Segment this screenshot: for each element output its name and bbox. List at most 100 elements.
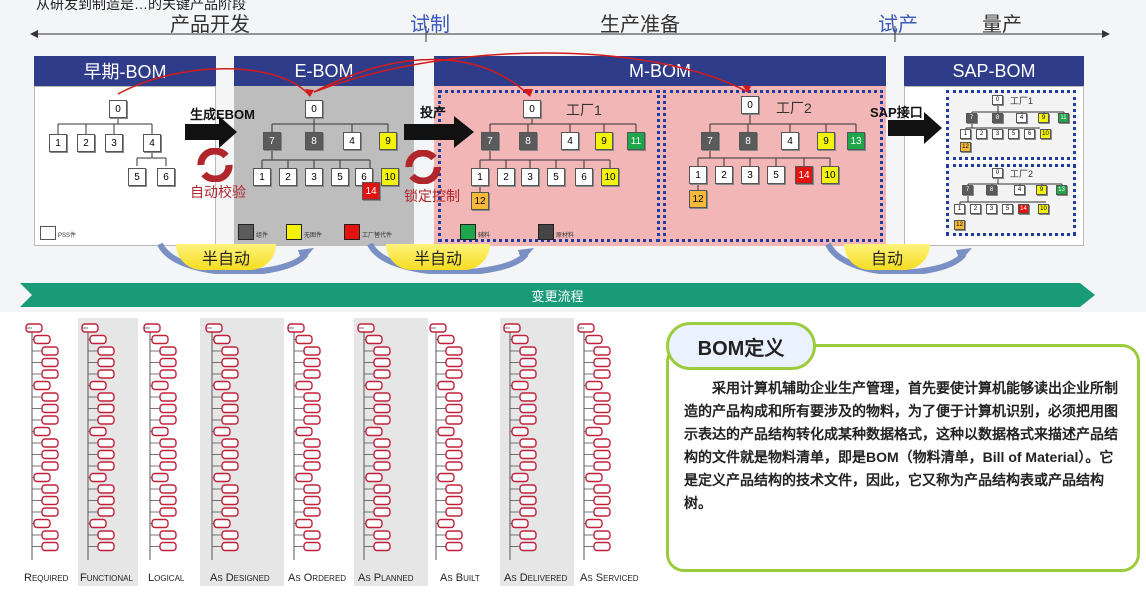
bom-view-node (295, 518, 313, 529)
bom-definition-card (666, 344, 1140, 572)
bom-view-node (593, 484, 611, 494)
bom-view-node (151, 426, 169, 437)
bom-view-node (151, 380, 169, 391)
bom-view-node (373, 369, 391, 379)
legend-no-drawing-label: 无图件 (304, 233, 323, 239)
bom-view-node (585, 472, 603, 483)
bom-view-node (303, 392, 321, 402)
bom-view-node (445, 449, 463, 460)
bom-view-node (303, 507, 321, 517)
factory2-label: 工厂2 (776, 100, 812, 116)
view-label-as-built: As Built (440, 572, 480, 584)
bom-view-node (97, 449, 115, 460)
bom-view-node (97, 415, 115, 425)
legend-component-label: 组件 (256, 233, 269, 239)
legend-swatch-auxiliary (460, 224, 476, 240)
bom-view-node (295, 472, 313, 483)
bom-view-node (519, 484, 537, 494)
put-into-production-arrow (404, 116, 474, 148)
bom-view-node (97, 507, 115, 517)
factory2-frame (663, 90, 883, 242)
tree-node: 4 (781, 132, 799, 150)
tree-node: 12 (960, 142, 971, 152)
tree-node: 1 (471, 168, 489, 186)
bom-view-node (373, 403, 391, 414)
tree-node: 9 (1038, 113, 1049, 123)
bom-view-node (33, 380, 51, 391)
bom-view-node (519, 449, 537, 460)
tree-node: 3 (305, 168, 323, 186)
bom-view-node (519, 541, 537, 552)
tree-node: 12 (471, 192, 489, 210)
bom-view-node (221, 357, 239, 368)
bom-view-node (437, 518, 455, 529)
bom-view-node (97, 369, 115, 379)
bom-view-node (445, 392, 463, 402)
bom-view-node (295, 426, 313, 437)
bom-view-node (33, 518, 51, 529)
bom-view-node (519, 438, 537, 448)
sap-interface-label: SAP接口 (870, 105, 923, 120)
view-label-as-designed: As Designed (210, 572, 270, 584)
bom-view-node (445, 507, 463, 517)
bom-view-node (373, 461, 391, 471)
semi-auto-arc-1 (157, 242, 314, 274)
bom-view-node (221, 495, 239, 506)
bom-view-node (221, 346, 239, 356)
bom-view-node (519, 461, 537, 471)
bom-view-node (295, 380, 313, 391)
tree-node: 4 (561, 132, 579, 150)
bom-view-node (97, 530, 115, 540)
tree-node: 13 (1056, 185, 1067, 195)
bom-view-node (159, 369, 177, 379)
tree-node: 10 (601, 168, 619, 186)
tree-node: 0 (992, 95, 1003, 105)
bom-view-node (519, 507, 537, 517)
tree-node: 14 (795, 166, 813, 184)
bom-view-node (159, 507, 177, 517)
bom-view-node (303, 369, 321, 379)
bom-view-node (151, 518, 169, 529)
tree-node: 7 (263, 132, 281, 150)
bom-view-node (151, 334, 169, 345)
tree-node: 5 (331, 168, 349, 186)
tree-node: 13 (847, 132, 865, 150)
header-sap-bom: SAP-BOM (904, 56, 1084, 86)
bom-view-node (585, 334, 603, 345)
bom-view-node (41, 530, 59, 540)
bom-view-node (159, 438, 177, 448)
bom-view-node (41, 357, 59, 368)
bom-view-tree (81, 323, 115, 560)
bom-view-node (41, 392, 59, 402)
bom-view-node (221, 415, 239, 425)
phase-production-prep: 生产准备 (600, 14, 680, 36)
bom-view-node (593, 507, 611, 517)
bom-view-node (303, 415, 321, 425)
tree-node: 8 (986, 185, 997, 195)
tree-node: 14 (362, 182, 380, 200)
bom-view-node (159, 346, 177, 356)
bom-view-node (445, 541, 463, 552)
bom-view-node (159, 484, 177, 494)
view-label-required: Required (24, 572, 69, 584)
auto-check-cycle-icon (197, 148, 233, 182)
tree-node: 5 (767, 166, 785, 184)
tree-node: 4 (143, 134, 161, 152)
top-caption: 从研发到制造是…的关键产品阶段 (36, 0, 246, 12)
bom-view-node (221, 438, 239, 448)
bom-view-tree (287, 323, 321, 560)
semi-auto-label-1: 半自动 (176, 244, 276, 270)
tree-node: 5 (128, 168, 146, 186)
bom-view-node (159, 541, 177, 552)
bom-view-node (445, 357, 463, 368)
ebom-panel (234, 86, 414, 246)
bom-view-node (97, 484, 115, 494)
tree-node: 8 (519, 132, 537, 150)
tree-node: 1 (960, 129, 971, 139)
bom-view-node (221, 403, 239, 414)
view-label-as-delivered: As Delivered (504, 572, 568, 584)
bom-view-node (593, 346, 611, 356)
bom-view-node (519, 415, 537, 425)
generate-ebom-label: 生成EBOM (190, 107, 256, 122)
bom-view-node (303, 541, 321, 552)
